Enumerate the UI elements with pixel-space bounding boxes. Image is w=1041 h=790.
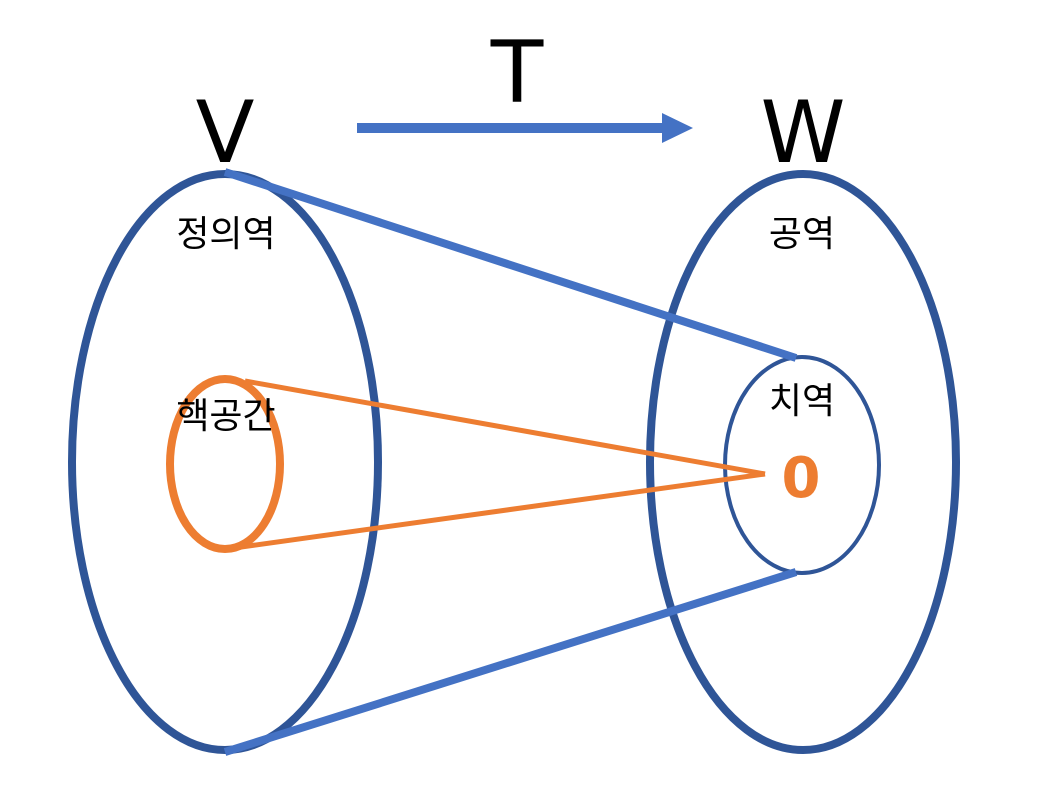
- kernel-line-bottom: [233, 471, 766, 551]
- map-arrow-head: [662, 113, 693, 143]
- kernel-region-label: 핵공간: [176, 396, 275, 437]
- map-label: T: [490, 23, 544, 123]
- domain-set-label: V: [196, 83, 255, 183]
- map-line-bottom: [223, 568, 798, 756]
- codomain-region-label: 공역: [769, 214, 835, 255]
- kernel-line-top: [244, 378, 766, 477]
- codomain-set-outline: [646, 170, 960, 754]
- range-region-label: 치역: [769, 381, 835, 422]
- domain-region-label: 정의역: [176, 214, 275, 255]
- map-line-top: [223, 168, 798, 362]
- domain-set-outline: [68, 170, 382, 754]
- kernel-outline: [166, 375, 284, 553]
- codomain-set-label: W: [760, 83, 845, 183]
- zero-vector-label: 0: [782, 446, 821, 511]
